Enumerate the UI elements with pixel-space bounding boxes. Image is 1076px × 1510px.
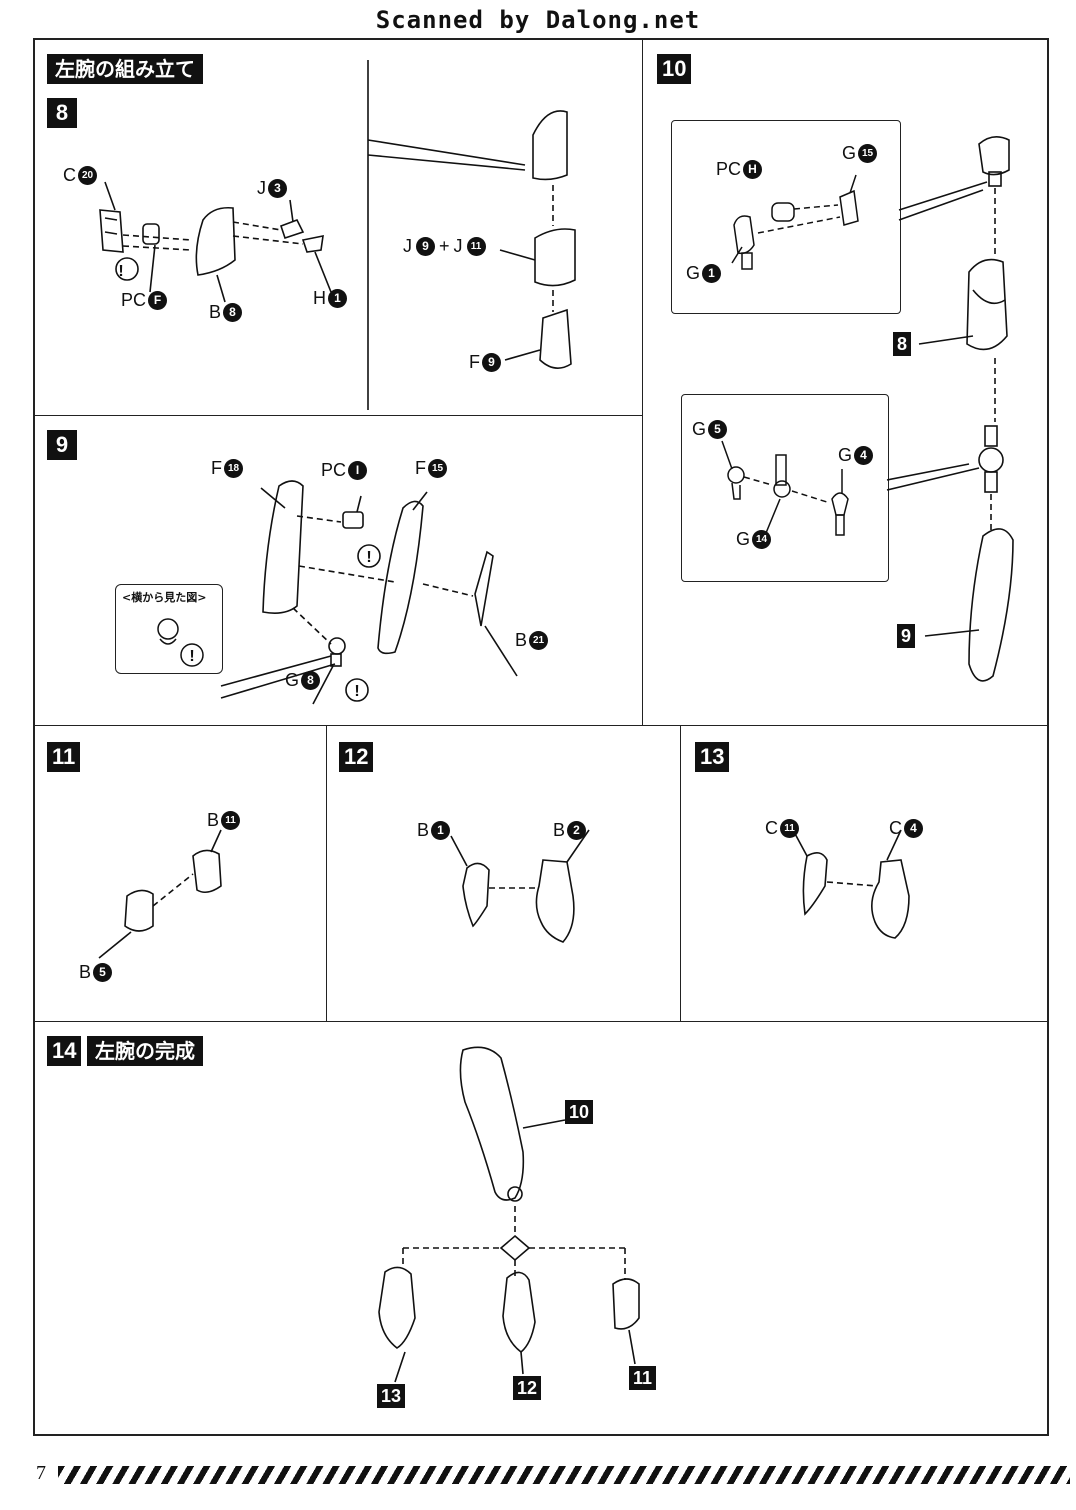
step-number-11: 11 bbox=[47, 742, 81, 772]
scan-watermark-header: Scanned by Dalong.net bbox=[375, 6, 701, 34]
panel-step-9: 9 bbox=[35, 416, 643, 726]
svg-text:!: ! bbox=[354, 683, 359, 700]
side-view-box: <横から見た図> ! bbox=[115, 584, 223, 674]
step-14-illustration bbox=[378, 1046, 640, 1383]
panel-step-14: 14 左腕の完成 bbox=[35, 1022, 1049, 1436]
ref-step-13-label: 13 bbox=[377, 1384, 406, 1408]
detail-elbow-joint-illustration bbox=[721, 440, 849, 536]
side-view-caption: <横から見た図> bbox=[122, 591, 207, 604]
step-number-9: 9 bbox=[47, 430, 77, 460]
final-title: 左腕の完成 bbox=[87, 1036, 203, 1066]
svg-text:!: ! bbox=[118, 263, 123, 280]
page-number: 7 bbox=[36, 1462, 46, 1484]
step-13-illustration bbox=[792, 829, 910, 939]
step-number-12: 12 bbox=[339, 742, 374, 772]
ref-step-12-label: 12 bbox=[513, 1376, 542, 1400]
footer-hatch-bar bbox=[58, 1466, 1070, 1484]
svg-text:!: ! bbox=[366, 549, 371, 566]
svg-text:!: ! bbox=[189, 648, 194, 665]
step-number-14: 14 bbox=[47, 1036, 82, 1066]
manual-page-frame: 左腕の組み立て 8 bbox=[33, 38, 1049, 1436]
side-view-ball-icon: ! bbox=[157, 618, 204, 667]
step-number-10: 10 bbox=[657, 54, 692, 84]
step-8-illustration: ! bbox=[99, 60, 576, 410]
step-10-illustration bbox=[886, 136, 1014, 682]
section-title: 左腕の組み立て bbox=[47, 54, 203, 84]
panel-step-8: 左腕の組み立て 8 bbox=[35, 40, 643, 416]
ref-step-11-label: 11 bbox=[629, 1366, 657, 1390]
ref-step-9-label: 9 bbox=[897, 624, 916, 648]
step-11-illustration bbox=[98, 829, 222, 959]
ref-step-10-label: 10 bbox=[565, 1100, 594, 1124]
step-number-13: 13 bbox=[695, 742, 730, 772]
step-12-illustration bbox=[450, 829, 590, 943]
ref-step-8-label: 8 bbox=[893, 332, 912, 356]
step-number-8: 8 bbox=[47, 98, 77, 128]
detail-hand-joint-illustration bbox=[731, 174, 859, 270]
step-9-illustration: ! ! bbox=[220, 480, 518, 705]
